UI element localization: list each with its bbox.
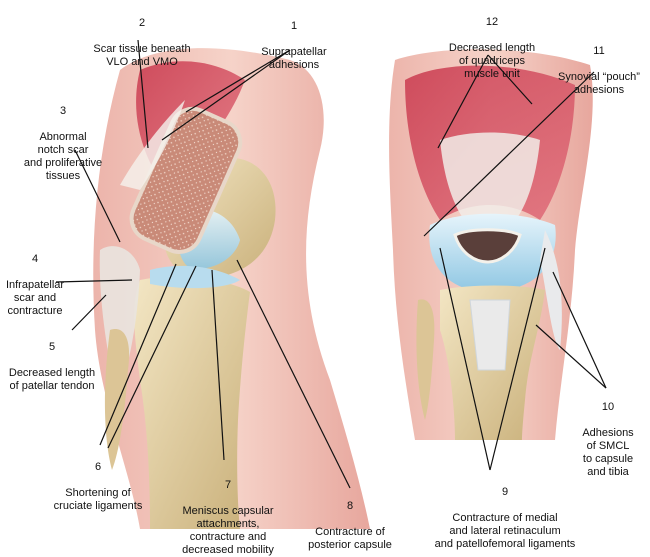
left-fibula bbox=[104, 329, 130, 470]
right-patella bbox=[453, 228, 522, 264]
label-text: Infrapatellar scar and contracture bbox=[5, 279, 65, 317]
label-number: 1 bbox=[290, 20, 298, 32]
label-text: Shortening of cruciate ligaments bbox=[53, 487, 143, 512]
label-8: 8 Contracture of posterior capsule bbox=[294, 487, 406, 552]
label-2: 2 Scar tissue beneath VLO and VMO bbox=[72, 4, 212, 69]
label-number: 9 bbox=[501, 486, 509, 498]
right-knee bbox=[389, 49, 593, 441]
right-tendon bbox=[469, 299, 511, 371]
label-5: 5 Decreased length of patellar tendon bbox=[0, 328, 104, 393]
label-text: Synovial “pouch” adhesions bbox=[558, 71, 640, 96]
left-knee bbox=[93, 48, 370, 529]
label-number: 3 bbox=[59, 105, 67, 117]
label-number: 12 bbox=[485, 16, 499, 28]
label-number: 11 bbox=[593, 45, 605, 57]
label-number: 10 bbox=[601, 401, 615, 413]
left-tibia bbox=[134, 276, 250, 529]
label-text: Decreased length of quadriceps muscle un… bbox=[448, 42, 536, 80]
label-11: 11 Synovial “pouch” adhesions bbox=[548, 32, 650, 97]
label-text: Abnormal notch scar and proliferative ti… bbox=[23, 131, 103, 182]
label-10: 10 Adhesions of SMCL to capsule and tibi… bbox=[566, 388, 650, 479]
left-scar-tissue bbox=[120, 100, 185, 190]
label-text: Contracture of medial and lateral retina… bbox=[434, 512, 576, 550]
right-fibula bbox=[416, 299, 435, 420]
label-1: 1 Suprapatellar adhesions bbox=[258, 7, 330, 72]
label-6: 6 Shortening of cruciate ligaments bbox=[38, 448, 158, 513]
label-text: Contracture of posterior capsule bbox=[308, 526, 392, 551]
right-tendon-fan bbox=[440, 132, 540, 240]
leader-lines bbox=[55, 39, 607, 489]
label-number: 2 bbox=[138, 17, 146, 29]
label-text: Adhesions of SMCL to capsule and tibia bbox=[582, 427, 634, 478]
label-9: 9 Contracture of medial and lateral reti… bbox=[416, 473, 594, 551]
label-12: 12 Decreased length of quadriceps muscle… bbox=[432, 3, 552, 81]
label-number: 6 bbox=[94, 461, 102, 473]
right-mcl bbox=[540, 230, 562, 350]
label-number: 5 bbox=[48, 341, 56, 353]
label-text: Meniscus capsular attachments, contractu… bbox=[182, 505, 274, 556]
label-number: 8 bbox=[346, 500, 354, 512]
label-text: Suprapatellar adhesions bbox=[261, 46, 327, 71]
label-text: Scar tissue beneath VLO and VMO bbox=[93, 43, 191, 68]
label-text: Decreased length of patellar tendon bbox=[8, 367, 96, 392]
label-3: 3 Abnormal notch scar and proliferative … bbox=[15, 92, 111, 183]
label-7: 7 Meniscus capsular attachments, contrac… bbox=[168, 466, 288, 557]
label-number: 4 bbox=[31, 253, 39, 265]
knee-illustration bbox=[55, 39, 607, 529]
label-4: 4 Infrapatellar scar and contracture bbox=[0, 240, 70, 318]
label-number: 7 bbox=[224, 479, 232, 491]
